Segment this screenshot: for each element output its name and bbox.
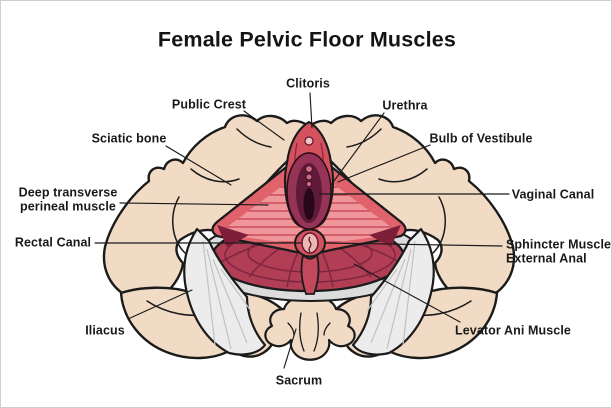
vulva-vestibule [283,120,335,235]
leader-levator-ani [353,263,461,323]
sacrum-bone [264,295,356,361]
leader-urethra [330,112,385,186]
leader-public-crest [243,110,285,141]
leader-deep-transverse [119,202,269,206]
leader-bulb-of-vestibule [337,144,431,183]
leader-sacrum [283,328,297,369]
urethral-opening [305,165,313,188]
leader-iliacus [127,289,193,320]
anococcygeal-tail [300,253,320,295]
leader-sphincter [324,242,503,247]
leader-lines [94,92,510,369]
anal-opening [301,232,319,254]
leader-sciatic-bone [165,145,232,186]
vaginal-opening [303,188,315,220]
clitoris-glans [304,136,314,146]
leader-clitoris [309,92,313,129]
anal-sphincter [294,228,326,295]
